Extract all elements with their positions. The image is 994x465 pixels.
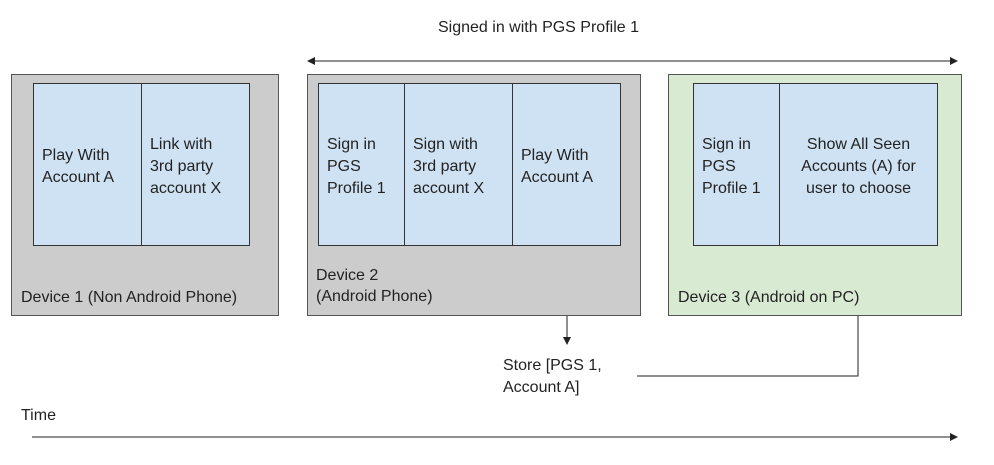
device-3-step-2: Show All Seen Accounts (A) for user to c… bbox=[779, 83, 938, 246]
device-2-step-3-text: Play With Account A bbox=[521, 147, 594, 186]
device-2-step-3: Play With Account A bbox=[512, 83, 621, 246]
device-2-step-2-text: Sign with 3rd party account X bbox=[413, 136, 485, 197]
signed-in-label: Signed in with PGS Profile 1 bbox=[438, 19, 639, 36]
device-3-step-1: Sign in PGS Profile 1 bbox=[693, 83, 780, 246]
device-1-step-1-text: Play With Account A bbox=[42, 147, 115, 186]
device-3-step-2-text: Show All Seen Accounts (A) for user to c… bbox=[801, 136, 916, 197]
store-label: Store [PGS 1, Account A] bbox=[503, 357, 602, 396]
device-1-step-1: Play With Account A bbox=[33, 83, 142, 246]
device-1-label: Device 1 (Non Android Phone) bbox=[21, 289, 238, 306]
device-2-label: Device 2 (Android Phone) bbox=[316, 267, 433, 305]
device-2-step-1: Sign in PGS Profile 1 bbox=[318, 83, 405, 246]
device-3-label: Device 3 (Android on PC) bbox=[678, 289, 860, 306]
device-1-step-2-text: Link with 3rd party account X bbox=[150, 136, 222, 197]
device-1-step-2: Link with 3rd party account X bbox=[141, 83, 250, 246]
device-3-step-1-text: Sign in PGS Profile 1 bbox=[702, 136, 761, 197]
device-2-step-1-text: Sign in PGS Profile 1 bbox=[327, 136, 386, 197]
time-label: Time bbox=[21, 407, 56, 424]
device-2-step-2: Sign with 3rd party account X bbox=[404, 83, 513, 246]
